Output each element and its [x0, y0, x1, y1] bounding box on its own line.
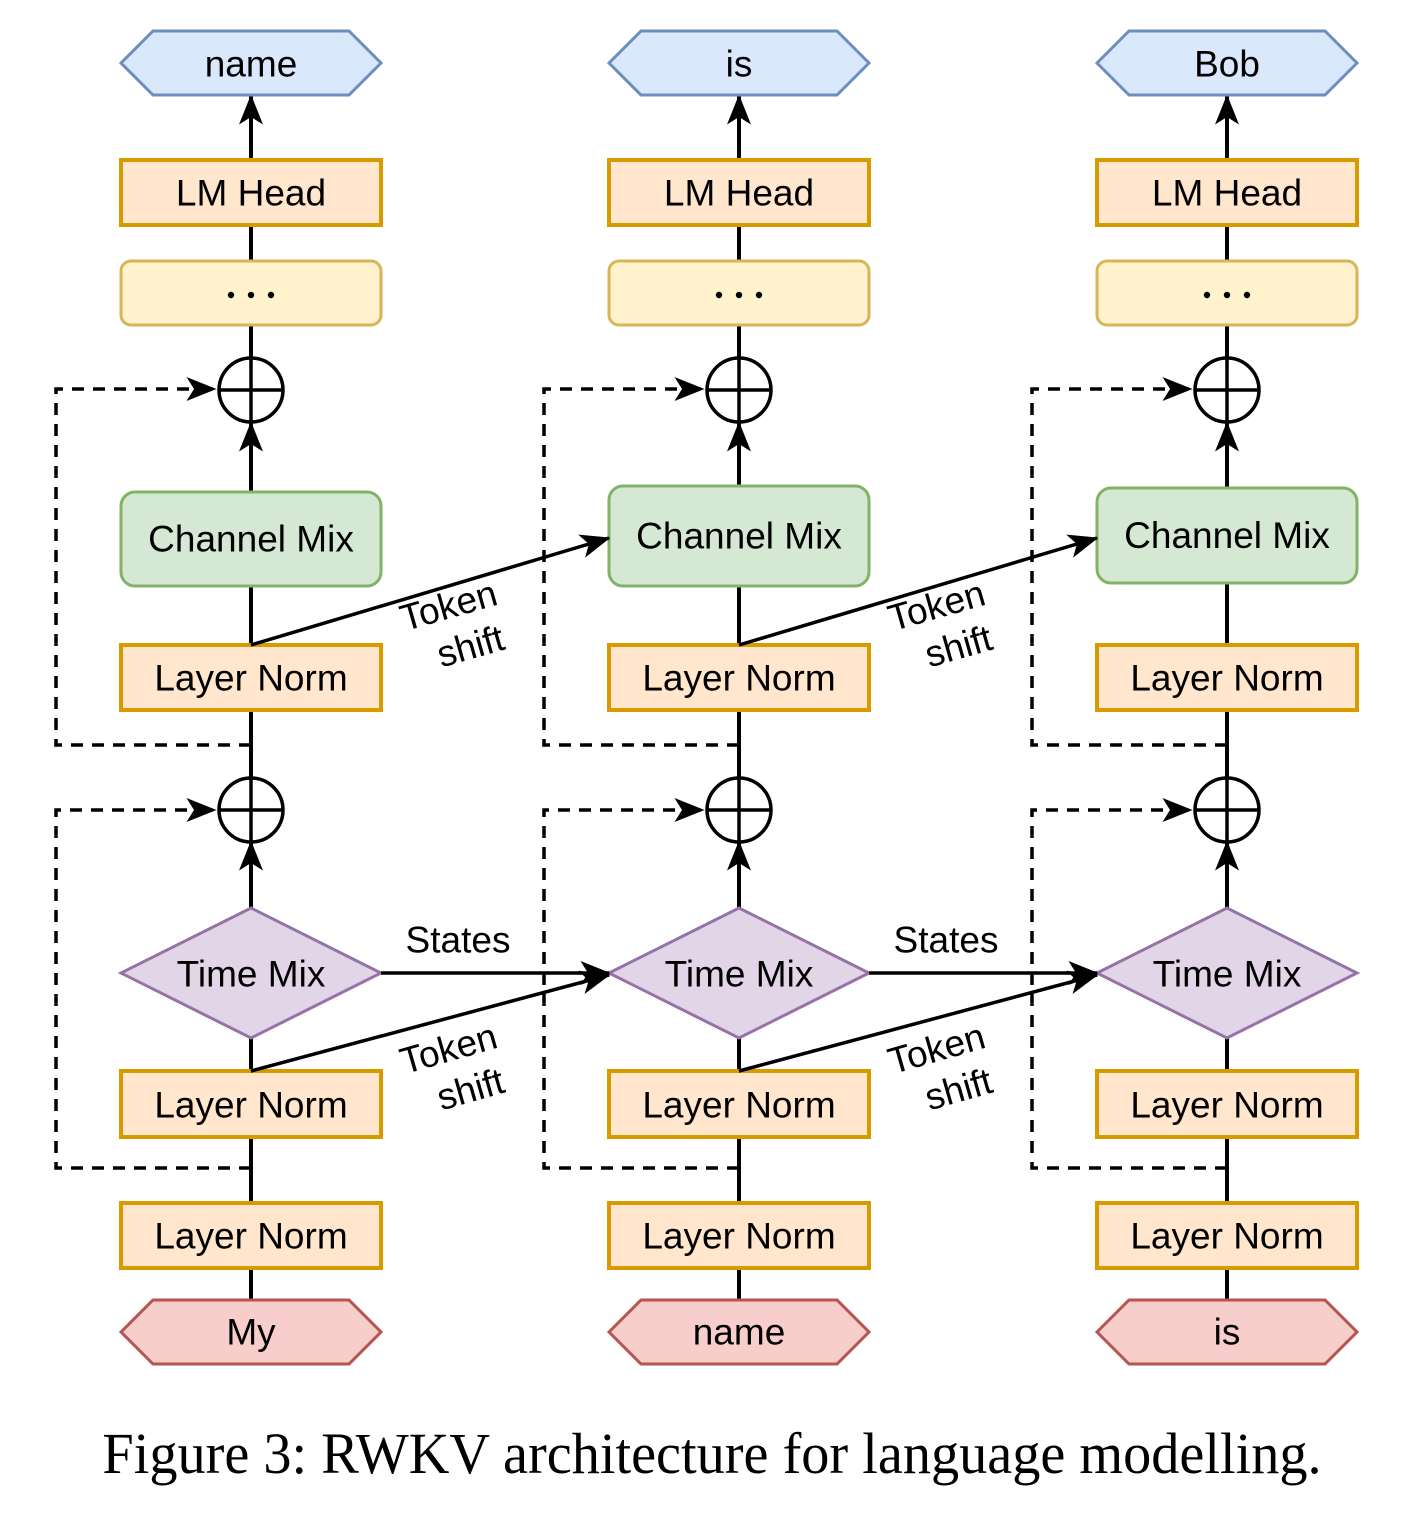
- residual-add-upper: [705, 356, 773, 424]
- lm-head-label: LM Head: [176, 173, 326, 214]
- layer-norm-channel-label: Layer Norm: [1130, 658, 1323, 699]
- layer-norm-channel-box: [119, 643, 383, 712]
- layer-norm-time-box: [1095, 1069, 1359, 1139]
- output-token-label: name: [205, 44, 298, 85]
- states-label: States: [894, 920, 999, 961]
- ellipsis-dot: [1203, 291, 1211, 299]
- ellipsis-dots: [1203, 291, 1251, 299]
- output-token-shape: [118, 29, 384, 97]
- ellipsis-dot: [267, 291, 275, 299]
- ellipsis-dot: [715, 291, 723, 299]
- layer-norm-channel-box: [607, 643, 871, 712]
- input-token-label: My: [226, 1312, 276, 1353]
- layer-norm-time-label: Layer Norm: [154, 1085, 347, 1126]
- ellipsis-dot: [735, 291, 743, 299]
- input-token-shape: [118, 1298, 384, 1366]
- channel-mix-label: Channel Mix: [636, 516, 842, 557]
- states-label: States: [406, 920, 511, 961]
- residual-edge-timemix: [1030, 798, 1227, 1170]
- input-token-shape: [1094, 1298, 1360, 1366]
- residual-edge-channelmix: [1030, 377, 1227, 747]
- layer-norm-time-label: Layer Norm: [642, 1085, 835, 1126]
- layer-norm-channel-box: [1095, 643, 1359, 712]
- layer-norm-input-label: Layer Norm: [642, 1216, 835, 1257]
- residual-add-upper: [1193, 356, 1261, 424]
- token-shift-edge-channel: [738, 534, 1099, 647]
- layer-norm-input-label: Layer Norm: [154, 1216, 347, 1257]
- output-token-label: is: [726, 44, 753, 85]
- input-token-label: name: [693, 1312, 786, 1353]
- residual-edge-channelmix: [54, 377, 251, 747]
- layer-norm-input-box: [1095, 1201, 1359, 1270]
- lm-head-box: [607, 158, 871, 227]
- token-shift-edge-channel: [250, 534, 611, 647]
- lm-head-label: LM Head: [664, 173, 814, 214]
- ellipsis-dot: [247, 291, 255, 299]
- channel-mix-box: [119, 490, 383, 588]
- time-mix-label: Time Mix: [1153, 954, 1302, 995]
- token-shift-edge-time: [738, 970, 1099, 1073]
- time-mix-label: Time Mix: [665, 954, 814, 995]
- layer-norm-channel-label: Layer Norm: [154, 658, 347, 699]
- layer-norm-input-box: [119, 1201, 383, 1270]
- layer-norm-input-label: Layer Norm: [1130, 1216, 1323, 1257]
- residual-edge-timemix: [54, 798, 251, 1170]
- lm-head-box: [1095, 158, 1359, 227]
- residual-edge-channelmix: [542, 377, 739, 747]
- layer-norm-time-label: Layer Norm: [1130, 1085, 1323, 1126]
- channel-mix-label: Channel Mix: [1124, 515, 1330, 556]
- output-token-shape: [1094, 29, 1360, 97]
- residual-edge-timemix: [542, 798, 739, 1170]
- residual-add-lower: [705, 776, 773, 844]
- layer-norm-input-box: [607, 1201, 871, 1270]
- layer-norm-channel-label: Layer Norm: [642, 658, 835, 699]
- ellipsis-dots: [227, 291, 275, 299]
- output-token-label: Bob: [1194, 44, 1260, 85]
- ellipsis-dot: [1243, 291, 1251, 299]
- channel-mix-label: Channel Mix: [148, 519, 354, 560]
- output-token-shape: [606, 29, 872, 97]
- input-token-shape: [606, 1298, 872, 1366]
- input-token-label: is: [1214, 1312, 1241, 1353]
- ellipsis-dot: [755, 291, 763, 299]
- figure-caption: Figure 3: RWKV architecture for language…: [102, 1421, 1322, 1486]
- ellipsis-dots: [715, 291, 763, 299]
- residual-add-lower: [217, 776, 285, 844]
- time-mix-label: Time Mix: [177, 954, 326, 995]
- lm-head-label: LM Head: [1152, 173, 1302, 214]
- lm-head-box: [119, 158, 383, 227]
- time-mix-diamond: [1093, 906, 1361, 1040]
- ellipsis-dot: [1223, 291, 1231, 299]
- residual-add-upper: [217, 356, 285, 424]
- residual-add-lower: [1193, 776, 1261, 844]
- ellipsis-dot: [227, 291, 235, 299]
- token-shift-edge-time: [250, 970, 611, 1073]
